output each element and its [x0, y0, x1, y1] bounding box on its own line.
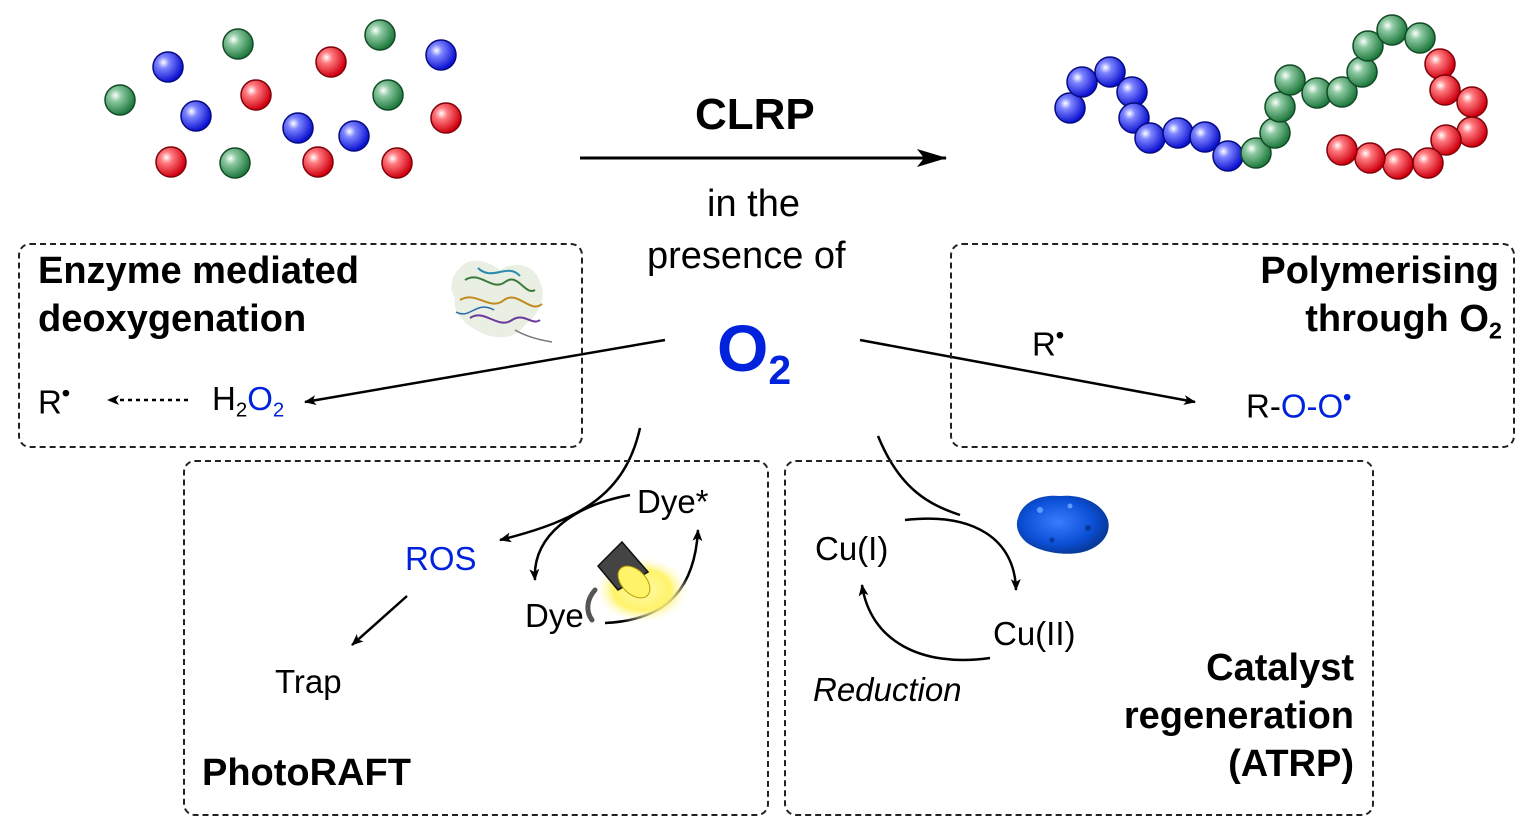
chain-monomer-blue	[1212, 140, 1244, 172]
h2o2-h-sub: 2	[235, 398, 248, 422]
monomer-blue	[282, 112, 314, 144]
chain-monomer-green	[1404, 22, 1436, 54]
ros-to-trap-arrow	[351, 595, 408, 646]
chain-monomer-green	[1240, 137, 1272, 169]
polymerising-title-text: through O	[1305, 298, 1489, 340]
monomer-blue	[152, 51, 184, 83]
enzyme-box	[18, 243, 583, 448]
chain-monomer-green	[1259, 117, 1291, 149]
peroxy-radical: R-O-O•	[1246, 384, 1351, 426]
chain-monomer-green	[1352, 30, 1384, 62]
monomer-blue	[425, 39, 457, 71]
chain-monomer-red	[1382, 148, 1414, 180]
chain-monomer-green	[1346, 56, 1378, 88]
o2-to-h2o2-arrow	[304, 338, 666, 406]
enzyme-title-line-2: deoxygenation	[38, 298, 307, 340]
atrp-title-line-1: Catalyst	[1206, 647, 1354, 689]
monomer-blue	[338, 120, 370, 152]
monomer-red	[381, 147, 413, 179]
chain-monomer-blue	[1134, 122, 1166, 154]
chain-monomer-blue	[1162, 117, 1194, 149]
ros-label: ROS	[405, 540, 477, 577]
monomer-green	[104, 84, 136, 116]
polymerising-title-sub: 2	[1488, 317, 1502, 344]
h2o2-h: H	[212, 380, 236, 417]
atrp-box	[784, 460, 1374, 816]
reduction-arrow	[858, 584, 991, 662]
chain-monomer-blue	[1189, 121, 1221, 153]
condition-line-2: presence of	[647, 235, 846, 277]
atrp-title-line-2: regeneration	[1123, 695, 1354, 737]
polymer-chain	[1054, 14, 1488, 180]
reduction-label: Reduction	[813, 671, 962, 708]
lamp-icon	[585, 540, 690, 624]
chain-monomer-red	[1424, 48, 1456, 80]
monomer-green	[222, 28, 254, 60]
o2-to-cu-arrow	[876, 435, 961, 517]
radical-dot-icon: •	[1343, 384, 1352, 410]
clrp-label: CLRP	[695, 90, 815, 139]
chain-monomer-red	[1430, 124, 1462, 156]
cu1-label: Cu(I)	[815, 530, 889, 567]
chain-monomer-green	[1376, 14, 1408, 46]
o2-to-ros-arrow	[499, 427, 642, 543]
polymerising-title-line-2: through O2	[1305, 298, 1502, 345]
o2-subscript: 2	[768, 347, 792, 394]
monomer-red	[430, 102, 462, 134]
dye-excited-to-dye-arrow	[529, 493, 631, 581]
enzyme-radical: R•	[38, 380, 70, 422]
o2-label: O2	[717, 310, 791, 394]
enzyme-title-line-1: Enzyme mediated	[38, 250, 359, 292]
monomer-red	[240, 79, 272, 111]
chain-monomer-green	[1326, 76, 1358, 108]
monomer-green	[372, 79, 404, 111]
cu1-to-cu2-arrow	[904, 517, 1021, 591]
chain-monomer-blue	[1066, 66, 1098, 98]
enzyme-radical-r: R	[38, 383, 62, 421]
radical-dot-icon: •	[1055, 322, 1064, 348]
chain-monomer-green	[1274, 64, 1306, 96]
dye-label: Dye	[525, 597, 584, 634]
chain-monomer-red	[1354, 142, 1386, 174]
polymerising-radical-r: R	[1032, 325, 1056, 363]
polymerising-title-line-1: Polymerising	[1260, 250, 1499, 292]
monomer-red	[155, 146, 187, 178]
peroxy-r: R-	[1246, 387, 1281, 425]
chain-monomer-red	[1429, 74, 1461, 106]
polymerising-box	[950, 243, 1515, 448]
chain-monomer-blue	[1094, 56, 1126, 88]
monomer-red	[302, 146, 334, 178]
copper-salt-icon	[1016, 495, 1109, 554]
monomer-blue	[180, 100, 212, 132]
chain-monomer-green	[1264, 91, 1296, 123]
monomer-red	[315, 46, 347, 78]
dye-excited-label: Dye*	[637, 483, 709, 520]
photoraft-box	[183, 460, 769, 816]
atrp-title-line-3: (ATRP)	[1228, 743, 1354, 785]
trap-label: Trap	[275, 663, 342, 700]
h2o2-label: H2O2	[212, 380, 284, 423]
radical-dot-icon: •	[61, 380, 70, 406]
chain-monomer-red	[1326, 134, 1358, 166]
h2o2-o-sub: 2	[272, 398, 285, 422]
polymerising-radical: R•	[1032, 322, 1064, 364]
monomer-green	[219, 147, 251, 179]
h2o2-o: O	[247, 380, 273, 417]
photoraft-title: PhotoRAFT	[202, 752, 411, 794]
cu2-label: Cu(II)	[993, 615, 1076, 652]
chain-monomer-red	[1412, 147, 1444, 179]
peroxy-oo: O-O	[1280, 387, 1344, 425]
condition-line-1: in the	[707, 183, 800, 225]
monomer-cloud	[104, 19, 462, 179]
chain-monomer-red	[1456, 86, 1488, 118]
chain-monomer-blue	[1054, 92, 1086, 124]
protein-structure-icon	[451, 260, 553, 343]
o2-main: O	[717, 311, 769, 385]
o2-to-roo-arrow	[859, 338, 1196, 405]
monomer-green	[364, 19, 396, 51]
